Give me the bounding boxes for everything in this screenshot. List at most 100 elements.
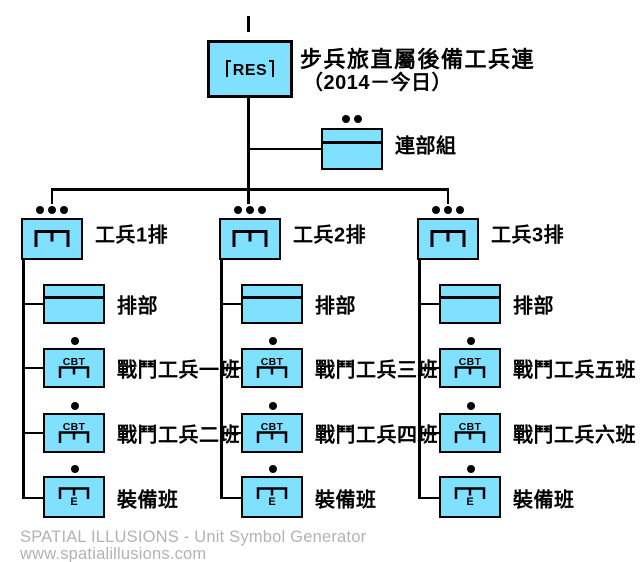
squad-label: 戰鬥工兵一班: [117, 359, 240, 382]
child-stub-line: [220, 302, 241, 306]
child-stub-line: [22, 366, 43, 370]
platoon-echelon-dots: [234, 206, 266, 214]
e-text: E: [466, 495, 474, 508]
child-stub-line: [418, 366, 439, 370]
reserve-amplifier: RES: [225, 59, 275, 79]
column-stub-line: [446, 188, 450, 204]
engineer-symbol-icon: [454, 431, 486, 444]
bracket-right-icon: [269, 59, 275, 77]
squad-label: 排部: [513, 295, 554, 318]
platoon-hq-box: [439, 284, 501, 324]
squad-label: 排部: [117, 295, 158, 318]
engineer-symbol-icon: [256, 366, 288, 379]
child-stub-line: [22, 302, 43, 306]
platoon-label: 工兵3排: [491, 224, 565, 247]
child-stub-line: [418, 302, 439, 306]
squad-label: 裝備班: [513, 489, 575, 512]
engineer-symbol-icon: [232, 229, 268, 247]
platoon-box: [417, 218, 479, 260]
cbt-squad-box: CBT: [43, 348, 105, 388]
hq-bar: [242, 296, 302, 299]
platoon-trunk-line: [220, 260, 223, 499]
echelon-dot: [432, 206, 440, 214]
squad-label: 戰鬥工兵二班: [117, 424, 240, 447]
footer-url: www.spatialillusions.com: [20, 545, 207, 562]
platoon-echelon-dots: [36, 206, 68, 214]
hq-bar: [440, 296, 500, 299]
echelon-dot: [444, 206, 452, 214]
squad-label: 排部: [315, 295, 356, 318]
platoon-echelon-dots: [432, 206, 464, 214]
child-stub-line: [418, 496, 439, 500]
column-stub-line: [50, 188, 54, 204]
echelon-dot: [268, 402, 277, 410]
engineer-symbol-icon: [430, 229, 466, 247]
echelon-dot: [268, 465, 277, 473]
squad-echelon-dot: [268, 402, 277, 410]
squad-echelon-dot: [466, 465, 475, 473]
cbt-squad-box: CBT: [43, 413, 105, 453]
child-stub-line: [220, 496, 241, 500]
platoon-box: [21, 218, 83, 260]
echelon-dot: [70, 337, 79, 345]
squad-label: 裝備班: [117, 489, 179, 512]
unit-title: 步兵旅直屬後備工兵連: [300, 47, 536, 72]
echelon-dot: [456, 206, 464, 214]
e-text: E: [70, 495, 78, 508]
cbt-text: CBT: [62, 420, 86, 433]
echelon-dot: [60, 206, 68, 214]
hq-branch-line: [248, 147, 321, 150]
reserve-text: RES: [232, 61, 268, 79]
cbt-text: CBT: [458, 420, 482, 433]
cbt-squad-box: CBT: [439, 348, 501, 388]
trunk-line: [247, 97, 250, 190]
footer-brand: SPATIAL ILLUSIONS - Unit Symbol Generato…: [20, 528, 367, 546]
engineer-symbol-icon: [256, 486, 288, 499]
squad-echelon-dot: [70, 402, 79, 410]
child-stub-line: [418, 431, 439, 435]
cbt-text: CBT: [458, 355, 482, 368]
echelon-dot: [258, 206, 266, 214]
echelon-dot: [466, 337, 475, 345]
child-stub-line: [22, 431, 43, 435]
echelon-dot: [48, 206, 56, 214]
echelon-dot: [354, 115, 362, 123]
bracket-left-icon: [225, 59, 231, 77]
squad-echelon-dot: [70, 337, 79, 345]
engineer-symbol-icon: [454, 366, 486, 379]
echelon-dot: [466, 402, 475, 410]
engineer-symbol-icon: [256, 431, 288, 444]
platoon-box: [219, 218, 281, 260]
echelon-dot: [234, 206, 242, 214]
squad-label: 戰鬥工兵五班: [513, 359, 636, 382]
child-stub-line: [220, 431, 241, 435]
squad-label: 戰鬥工兵四班: [315, 424, 438, 447]
engineer-symbol-icon: [58, 366, 90, 379]
child-stub-line: [220, 366, 241, 370]
main-connector-line: [51, 188, 448, 191]
hq-bar: [44, 296, 104, 299]
echelon-dot: [246, 206, 254, 214]
e-text: E: [268, 495, 276, 508]
hq-section-echelon-dots: [342, 115, 362, 123]
column-stub-line: [247, 188, 250, 204]
squad-echelon-dot: [268, 465, 277, 473]
cbt-text: CBT: [260, 420, 284, 433]
squad-echelon-dot: [466, 402, 475, 410]
cbt-squad-box: CBT: [439, 413, 501, 453]
main-unit-box: RES: [207, 40, 293, 98]
squad-label: 裝備班: [315, 489, 377, 512]
engineer-symbol-icon: [454, 486, 486, 499]
platoon-label: 工兵1排: [95, 224, 169, 247]
cbt-squad-box: CBT: [241, 348, 303, 388]
squad-echelon-dot: [466, 337, 475, 345]
engineer-symbol-icon: [34, 229, 70, 247]
engineer-symbol-icon: [58, 486, 90, 499]
equip-squad-box: E: [439, 476, 501, 518]
hq-section-box: [321, 128, 383, 170]
unit-subtitle: （2014－今日）: [303, 72, 452, 94]
platoon-trunk-line: [418, 260, 421, 499]
echelon-dot: [36, 206, 44, 214]
squad-echelon-dot: [70, 465, 79, 473]
